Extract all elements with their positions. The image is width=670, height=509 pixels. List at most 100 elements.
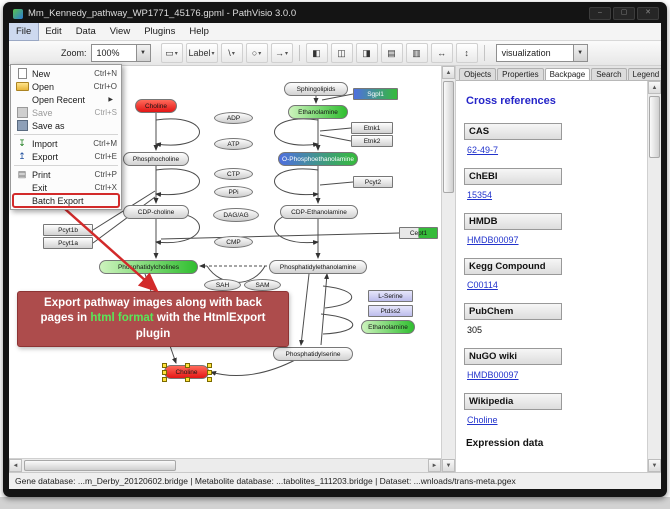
- pathway-node-adp[interactable]: ADP: [214, 112, 253, 124]
- file-menu-item-save-as[interactable]: Save as: [11, 119, 121, 132]
- pathway-node-choline[interactable]: Choline: [135, 99, 177, 113]
- zoom-dropdown-arrow-icon[interactable]: ▼: [135, 45, 150, 61]
- selection-handle[interactable]: [207, 377, 212, 382]
- tab-search[interactable]: Search: [591, 68, 627, 80]
- pathway-node-pcyt1b[interactable]: Pcyt1b: [43, 224, 93, 236]
- zoom-combobox[interactable]: 100% ▼: [90, 44, 151, 62]
- pathway-node-o-phosphoethanolamine[interactable]: O-Phosphoethanolamine: [278, 152, 358, 166]
- minimize-button[interactable]: –: [589, 7, 611, 20]
- label-tool-glyph: Label: [188, 48, 211, 58]
- scroll-right-icon[interactable]: ►: [428, 459, 441, 472]
- pathway-node-phosphatidylserine[interactable]: Phosphatidylserine: [273, 347, 353, 361]
- pathway-node-dag-ag[interactable]: DAG/AG: [213, 208, 259, 222]
- backpage-link[interactable]: 15354: [467, 190, 493, 200]
- label-tool[interactable]: Label▾: [185, 43, 218, 63]
- dropdown-arrow-icon: ▾: [174, 50, 178, 57]
- pathway-node-ctp[interactable]: CTP: [214, 168, 253, 180]
- pathway-node-cdp-ethanolamine[interactable]: CDP-Ethanolamine: [280, 205, 358, 219]
- align-left-icon[interactable]: ◧: [305, 43, 328, 63]
- pathway-node-pcyt2[interactable]: Pcyt2: [353, 176, 393, 188]
- pathway-node-etnk1[interactable]: Etnk1: [351, 122, 393, 134]
- pathway-node-sam[interactable]: SAM: [244, 279, 281, 291]
- match-width-icon[interactable]: ↔: [430, 43, 453, 63]
- pathway-node-phosphatidylcholines[interactable]: Phosphatidylcholines: [99, 260, 198, 274]
- menubar-item-data[interactable]: Data: [75, 26, 96, 37]
- pathway-node-ethanolamine[interactable]: Ethanolamine: [361, 320, 415, 334]
- menu-item-icon-empty: [15, 196, 29, 206]
- file-menu-item-open-recent[interactable]: Open Recent▶: [11, 93, 121, 106]
- pathway-node-ethanolamine[interactable]: Ethanolamine: [288, 105, 348, 119]
- pathway-node-l-serine[interactable]: L-Serine: [368, 290, 413, 302]
- tab-objects[interactable]: Objects: [459, 68, 497, 80]
- backpage-link[interactable]: C00114: [467, 280, 498, 290]
- match-height-icon[interactable]: ↕: [455, 43, 478, 63]
- pathway-node-atp[interactable]: ATP: [214, 138, 253, 150]
- align-right-icon[interactable]: ◨: [355, 43, 378, 63]
- shape-tool[interactable]: ○▾: [245, 43, 268, 63]
- panel-scroll-down-icon[interactable]: ▼: [648, 459, 661, 472]
- selection-handle[interactable]: [207, 363, 212, 368]
- pathway-node-ptdss2[interactable]: Ptdss2: [368, 305, 413, 317]
- pathway-node-pcyt1a[interactable]: Pcyt1a: [43, 237, 93, 249]
- align-bottom-icon[interactable]: ▥: [405, 43, 428, 63]
- visualization-dropdown-arrow-icon[interactable]: ▼: [572, 45, 587, 61]
- pathway-node-phosphatidylethanolamine[interactable]: Phosphatidylethanolamine: [269, 260, 367, 274]
- align-top-icon[interactable]: ▤: [380, 43, 403, 63]
- canvas-hscrollbar[interactable]: ◄ ►: [9, 458, 441, 472]
- panel-scrollbar[interactable]: ▲ ▼: [647, 81, 661, 472]
- pathway-node-ppi[interactable]: PPi: [214, 186, 253, 198]
- hscrollbar-thumb[interactable]: [24, 460, 176, 471]
- selection-handle[interactable]: [162, 370, 167, 375]
- pathway-node-phosphocholine[interactable]: Phosphocholine: [123, 152, 189, 166]
- maximize-button[interactable]: ▢: [613, 7, 635, 20]
- connector-tool[interactable]: →▾: [270, 43, 293, 63]
- tab-legend[interactable]: Legend: [627, 68, 661, 80]
- selection-handle[interactable]: [162, 363, 167, 368]
- file-menu-item-shortcut: Ctrl+X: [94, 183, 117, 192]
- vscrollbar-thumb[interactable]: [443, 81, 454, 193]
- scroll-up-icon[interactable]: ▲: [442, 66, 455, 79]
- gene-product-tool[interactable]: ▭▾: [160, 43, 183, 63]
- panel-scroll-up-icon[interactable]: ▲: [648, 81, 661, 94]
- pathway-node-sphingolipids[interactable]: Sphingolipids: [284, 82, 348, 96]
- pathway-node-etnk2[interactable]: Etnk2: [351, 135, 393, 147]
- menubar-item-edit[interactable]: Edit: [45, 26, 62, 37]
- selection-handle[interactable]: [184, 377, 190, 382]
- backpage-link[interactable]: 62-49-7: [467, 145, 499, 155]
- scroll-left-icon[interactable]: ◄: [9, 459, 22, 472]
- backpage-link[interactable]: HMDB00097: [467, 235, 519, 245]
- pathway-node-sah[interactable]: SAH: [204, 279, 241, 291]
- menubar-item-plugins[interactable]: Plugins: [144, 26, 176, 37]
- file-menu-item-batch-export[interactable]: Batch Export: [11, 193, 121, 208]
- selection-handle[interactable]: [184, 363, 190, 368]
- visualization-combobox[interactable]: visualization ▼: [495, 44, 588, 62]
- file-menu-item-shortcut: Ctrl+N: [94, 69, 117, 78]
- align-center-icon[interactable]: ◫: [330, 43, 353, 63]
- pathway-node-cdp-choline[interactable]: CDP-choline: [123, 205, 189, 219]
- close-button[interactable]: ✕: [637, 7, 659, 20]
- scroll-down-icon[interactable]: ▼: [442, 459, 455, 472]
- canvas-vscrollbar[interactable]: ▲ ▼: [441, 66, 455, 472]
- selection-handle[interactable]: [162, 377, 167, 382]
- tab-properties[interactable]: Properties: [497, 68, 544, 80]
- backpage-link[interactable]: HMDB00097: [467, 370, 519, 380]
- backpage-link[interactable]: Choline: [467, 415, 498, 425]
- pathway-node-cmp[interactable]: CMP: [214, 236, 253, 248]
- line-tool[interactable]: \▾: [220, 43, 243, 63]
- pathway-node-sgpl1[interactable]: Sgpl1: [353, 88, 398, 100]
- menubar-item-file[interactable]: File: [9, 23, 40, 41]
- selection-handle[interactable]: [207, 370, 212, 375]
- pathway-node-choline[interactable]: Choline: [162, 363, 212, 382]
- panel-scrollbar-thumb[interactable]: [649, 96, 660, 158]
- tab-backpage[interactable]: Backpage: [544, 68, 591, 80]
- menubar-item-view[interactable]: View: [109, 26, 131, 37]
- menubar-item-help[interactable]: Help: [189, 26, 209, 37]
- pathway-node-cept1[interactable]: Cept1: [399, 227, 438, 239]
